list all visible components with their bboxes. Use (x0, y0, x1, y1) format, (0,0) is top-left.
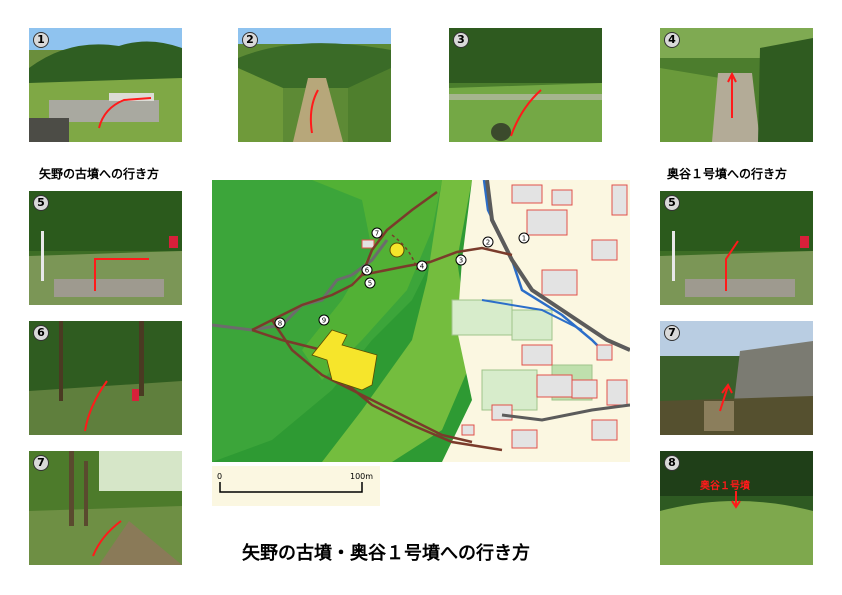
left-heading: 矢野の古墳への行き方 (39, 167, 160, 181)
map-marker-8: 8 (278, 320, 282, 328)
map-buildings (361, 184, 628, 449)
scale-end-label: 100m (350, 472, 374, 481)
photo-6-image (29, 321, 182, 435)
photo-7-left: 7 (29, 451, 182, 565)
photo-badge: 6 (33, 325, 49, 341)
photo-badge: 5 (664, 195, 680, 211)
page-title: 矢野の古墳・奥谷１号墳への行き方 (242, 543, 530, 564)
map-marker-4: 4 (420, 263, 425, 271)
tomb-photo-label: 奥谷１号墳 (700, 481, 750, 492)
photo-8-image (660, 451, 813, 565)
map-marker-6: 6 (365, 267, 370, 275)
right-heading: 奥谷１号墳への行き方 (667, 167, 788, 181)
photo-2: 2 (238, 28, 391, 142)
photo-1-image (29, 28, 182, 142)
map-marker-5: 5 (368, 280, 372, 288)
photo-badge: 2 (242, 32, 258, 48)
map-tomb-okutani (389, 242, 405, 258)
photo-4-image (660, 28, 813, 142)
map-tomb-yano (311, 329, 378, 391)
photo-badge: 4 (664, 32, 680, 48)
route-map: 1 2 3 4 5 6 7 8 9 (212, 180, 630, 462)
map-marker-2: 2 (486, 239, 490, 247)
photo-7-right-image (660, 321, 813, 435)
scale-start-label: 0 (217, 472, 223, 481)
map-main-road (485, 180, 630, 352)
map-marker-9: 9 (322, 317, 326, 325)
photo-badge: 7 (33, 455, 49, 471)
photo-3-image (449, 28, 602, 142)
photo-badge: 5 (33, 195, 49, 211)
map-markers: 1 2 3 4 5 6 7 8 9 (274, 227, 530, 329)
photo-8: 8 奥谷１号墳 (660, 451, 813, 565)
photo-badge: 1 (33, 32, 49, 48)
photo-6: 6 (29, 321, 182, 435)
map-marker-3: 3 (459, 257, 463, 265)
photo-5-left: 5 (29, 191, 182, 305)
photo-1: 1 (29, 28, 182, 142)
photo-7-right: 7 (660, 321, 813, 435)
route-map-svg: 1 2 3 4 5 6 7 8 9 (212, 180, 630, 462)
photo-5-left-image (29, 191, 182, 305)
photo-5-right-image (660, 191, 813, 305)
photo-3: 3 (449, 28, 602, 142)
map-marker-1: 1 (522, 235, 526, 243)
photo-7-left-image (29, 451, 182, 565)
map-river (482, 180, 608, 356)
photo-5-right: 5 (660, 191, 813, 305)
photo-badge: 8 (664, 455, 680, 471)
photo-4: 4 (660, 28, 813, 142)
map-marker-7: 7 (375, 230, 379, 238)
photo-badge: 7 (664, 325, 680, 341)
scale-bar-line (219, 482, 363, 493)
photo-2-image (238, 28, 391, 142)
map-route (251, 190, 513, 452)
map-scale-bar: 0 100m (212, 466, 380, 506)
photo-badge: 3 (453, 32, 469, 48)
